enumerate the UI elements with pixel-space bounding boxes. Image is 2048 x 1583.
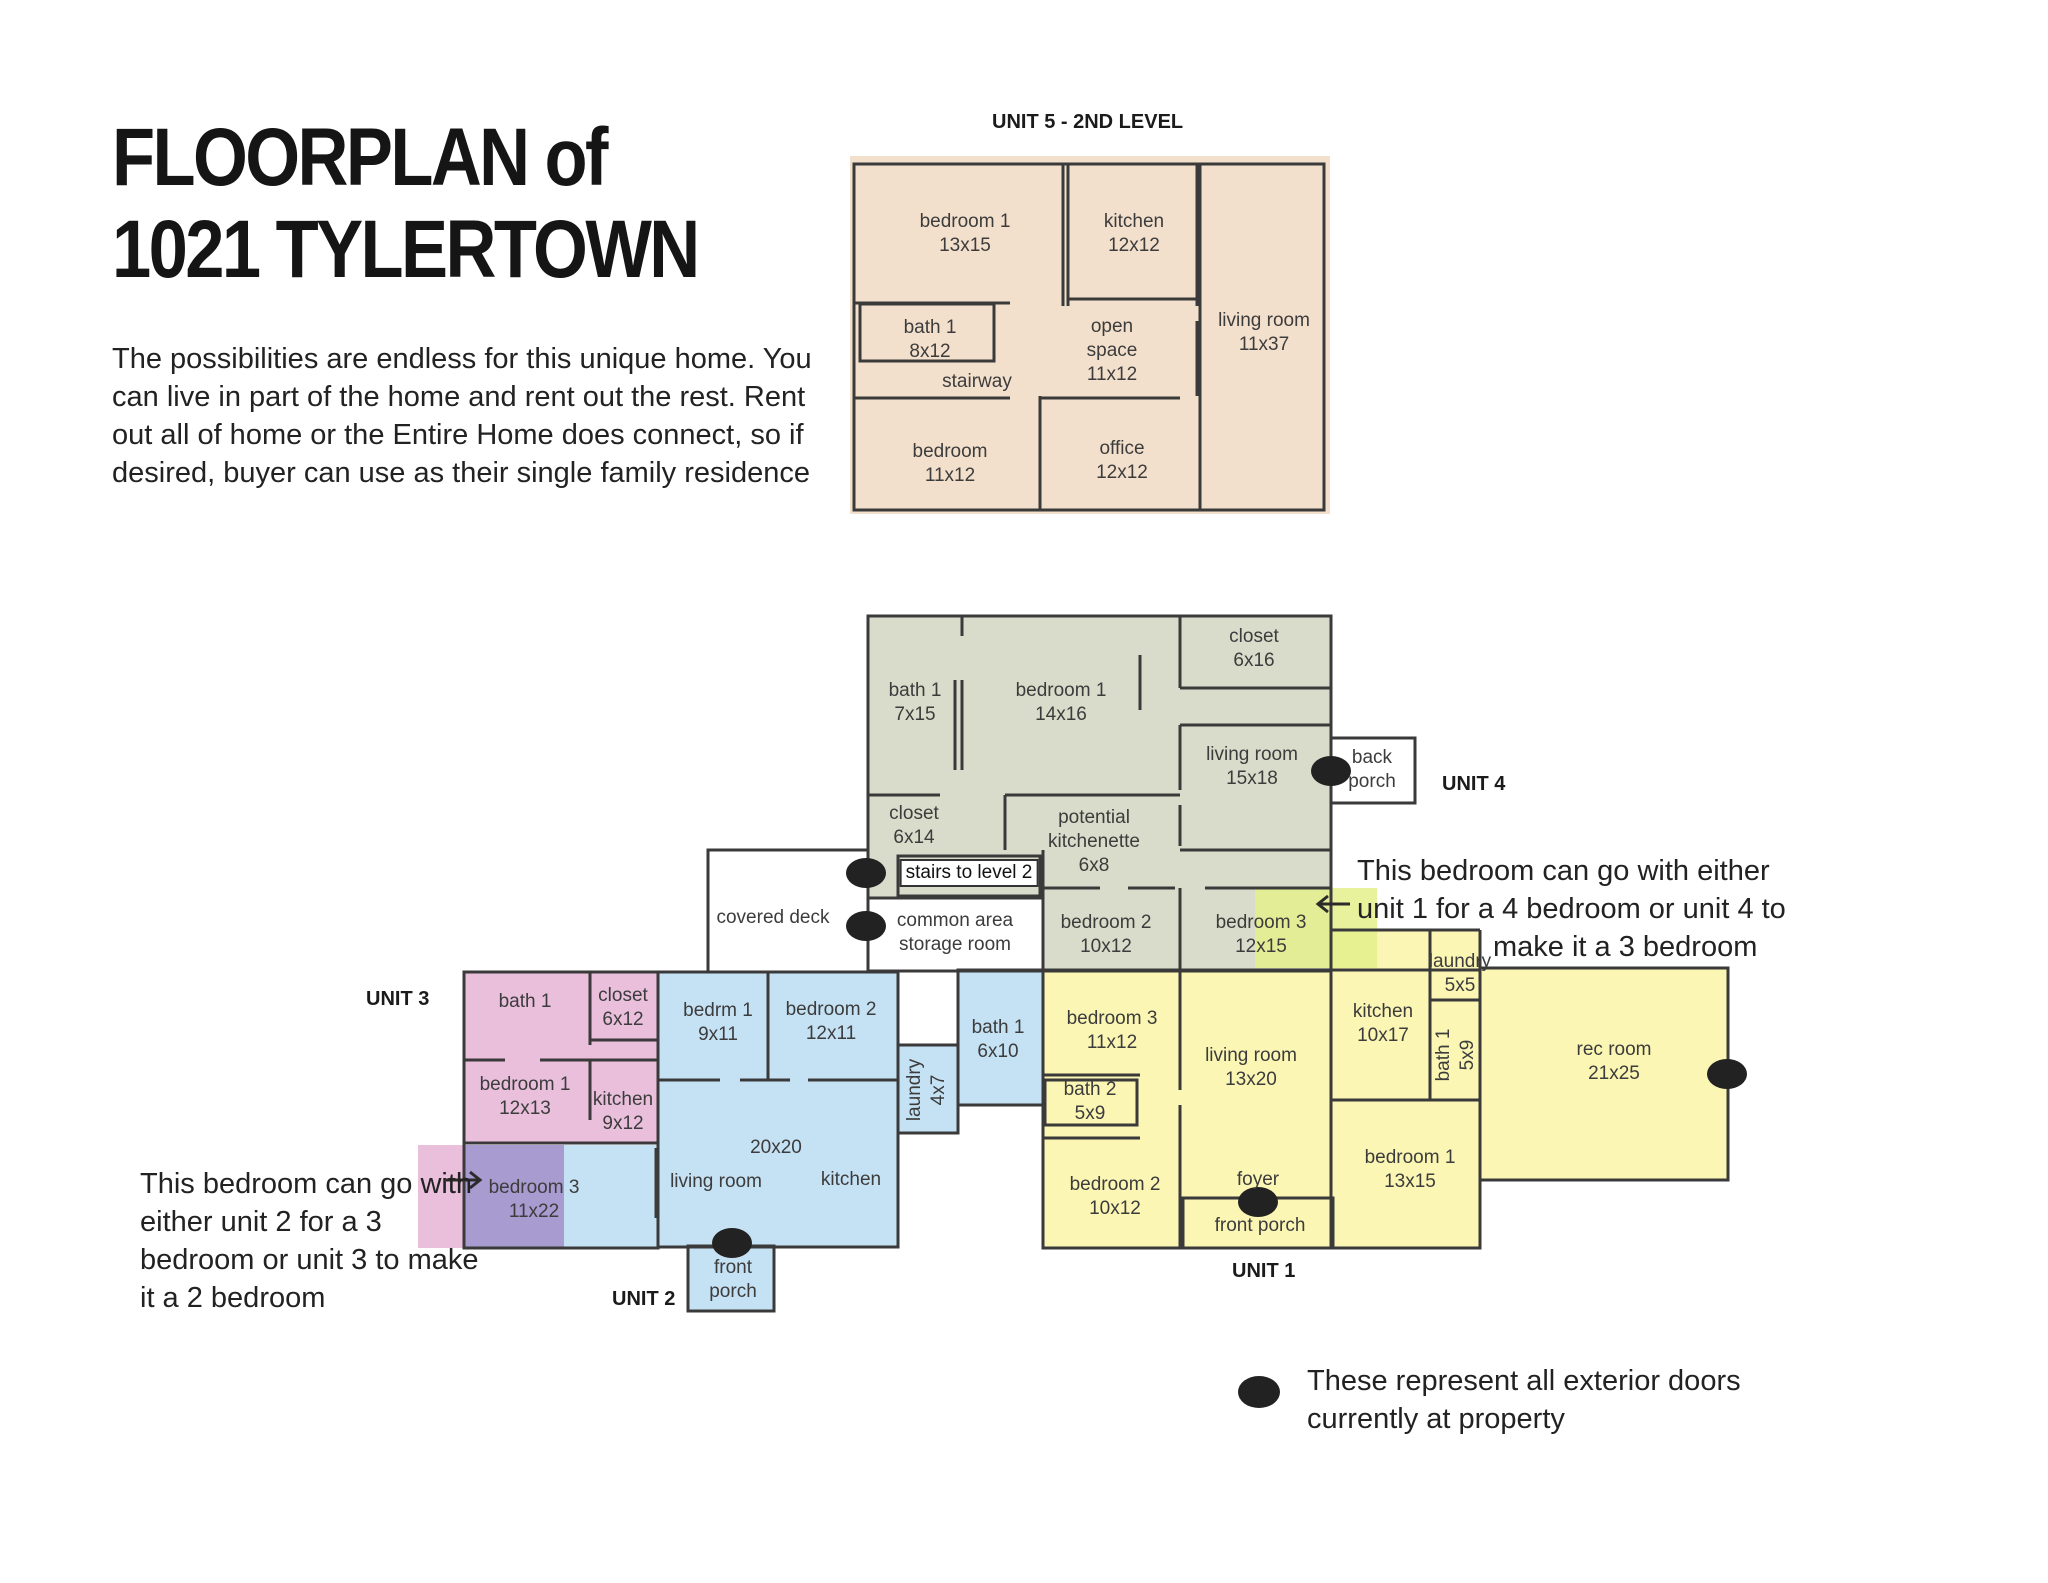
page-title: FLOORPLAN of 1021 TYLERTOWN [112, 112, 700, 296]
intro-paragraph: The possibilities are endless for this u… [112, 343, 812, 489]
arrows [446, 894, 1350, 1190]
unit4-bedroom-note: This bedroom can go with either unit 1 f… [1357, 852, 1867, 966]
door-markers [712, 756, 1747, 1258]
unit5-walls [850, 156, 1330, 514]
unit5-label: UNIT 5 - 2ND LEVEL [992, 111, 1184, 133]
legend-text: These represent all exterior doors curre… [1307, 1365, 1741, 1435]
title-line-2: 1021 TYLERTOWN [112, 204, 700, 295]
unit3-bedroom-note: This bedroom can go with either unit 2 f… [140, 1168, 479, 1314]
unit4-note-line-2: unit 1 for a 4 bedroom or unit 4 to [1357, 893, 1786, 925]
unit1-label: UNIT 1 [1232, 1260, 1296, 1282]
unit2-label: UNIT 2 [612, 1288, 676, 1310]
unit4-note-line-1: This bedroom can go with either [1357, 855, 1770, 887]
unit4-label: UNIT 4 [1442, 773, 1506, 795]
door-dot-icon [1238, 1376, 1280, 1408]
unit3-label: UNIT 3 [366, 988, 430, 1010]
title-line-1: FLOORPLAN of [112, 112, 609, 203]
unit4-note-line-3: make it a 3 bedroom [1493, 931, 1758, 963]
